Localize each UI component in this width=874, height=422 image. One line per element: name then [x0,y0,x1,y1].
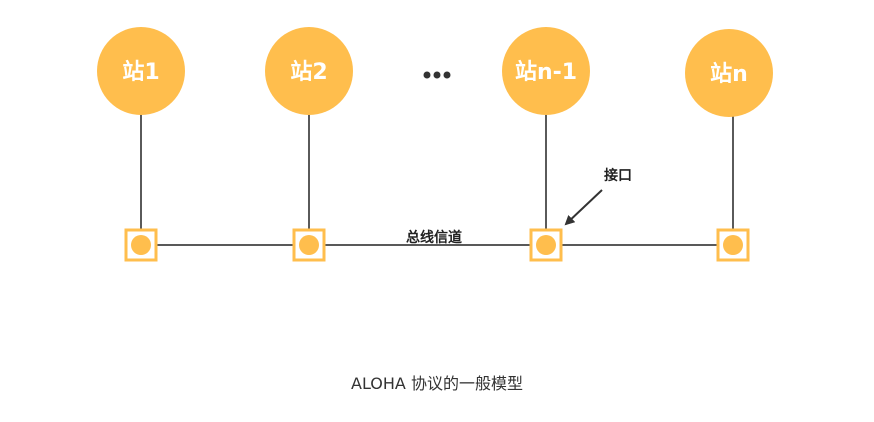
interface-node [529,228,563,262]
station-circle [265,27,353,115]
station-circle [685,29,773,117]
interface-label: 接口 [604,167,632,184]
ellipsis-dots [423,71,451,79]
interface-arrow [564,189,603,226]
station-node: 站1 [97,27,185,115]
station-label: 站1 [122,60,159,85]
station-node: 站n-1 [502,27,590,115]
station-label: 站n [710,62,748,87]
station-label: 站2 [290,60,327,85]
station-circle [97,27,185,115]
interface-node [124,228,158,262]
station-node: 站2 [265,27,353,115]
station-label: 站n-1 [515,60,577,85]
diagram-caption: ALOHA 协议的一般模型 [351,374,523,393]
station-node: 站n [685,29,773,117]
station-circle [502,27,590,115]
interface-node [292,228,326,262]
interface-node [716,228,750,262]
bus-channel-label: 总线信道 [406,229,462,246]
